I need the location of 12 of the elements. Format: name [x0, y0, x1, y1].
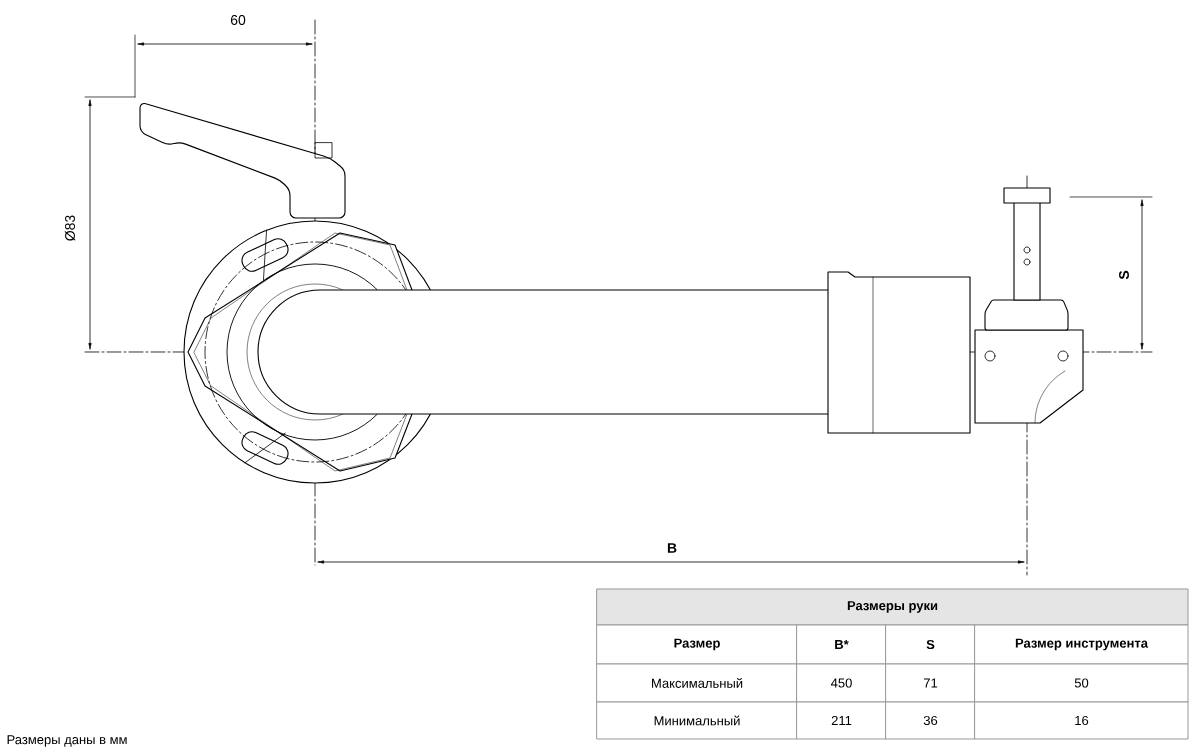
table-cell: 450	[796, 663, 887, 703]
table-cell: 71	[885, 663, 976, 703]
footnote: Размеры даны в мм	[7, 735, 127, 747]
dimension-label: S	[1119, 270, 1129, 280]
table-header: S	[885, 624, 976, 665]
dimension-label: 60	[230, 15, 246, 25]
table-title: Размеры руки	[596, 588, 1189, 626]
dimension-label: B	[667, 543, 677, 553]
table-cell: 211	[796, 701, 887, 740]
table-header: B*	[796, 624, 887, 665]
table-cell: 36	[885, 701, 976, 740]
dimension-label: Ø83	[64, 215, 76, 241]
